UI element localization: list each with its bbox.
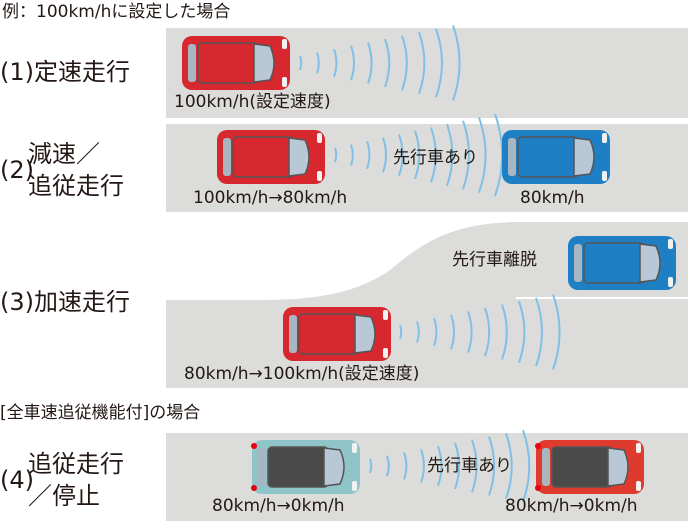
lead-car-4 <box>535 440 644 494</box>
own-car-1 <box>182 36 290 90</box>
radar-arc <box>414 130 421 180</box>
own-car-2 <box>217 130 325 184</box>
section-1-title: (1)定速走行 <box>0 58 130 86</box>
section-2-title-2: 追従走行 <box>28 172 124 200</box>
radar-arc <box>384 38 391 88</box>
radar-4 <box>369 429 531 503</box>
radar-arc <box>518 300 526 364</box>
radar-arc <box>433 317 438 347</box>
radar-arc <box>369 458 373 474</box>
radar-arc <box>401 35 408 91</box>
section-2-num: (2) <box>0 156 34 184</box>
radar-arc <box>484 307 491 357</box>
section-2-title-1: 減速／ <box>28 140 100 168</box>
section-4-title-1: 追従走行 <box>28 450 124 478</box>
radar-arc <box>522 429 531 503</box>
radar-arc <box>316 52 320 74</box>
section-4-lead-label: 先行車あり <box>427 456 512 476</box>
radar-arc <box>452 25 461 101</box>
section-4-own-speed: 80km/h→0km/h <box>212 496 345 516</box>
radar-arc <box>494 113 504 197</box>
radar-arc <box>398 134 404 176</box>
radar-arc <box>478 117 487 193</box>
radar-arc <box>333 48 338 78</box>
radar-arc <box>386 455 390 477</box>
section-4-title-2: ／停止 <box>28 482 100 510</box>
radar-arc <box>446 123 454 187</box>
radar-arc <box>535 297 543 367</box>
section-3-title: (3)加速走行 <box>0 288 130 316</box>
own-car-4 <box>251 440 360 494</box>
radar-arc <box>367 42 373 84</box>
radar-arc <box>299 55 303 71</box>
radar-1 <box>299 25 461 101</box>
section-3-own-speed: 80km/h→100km/h(設定速度) <box>184 364 420 384</box>
own-car-3 <box>283 307 391 361</box>
radar-arc <box>462 120 470 190</box>
radar-arc <box>350 144 354 166</box>
radar-arc <box>454 442 461 490</box>
section-4-lead-speed: 80km/h→0km/h <box>505 496 638 516</box>
radar-arc <box>420 449 425 483</box>
radar-arc <box>418 31 426 95</box>
radar-arc <box>430 127 437 183</box>
radar-arc <box>416 321 420 343</box>
section-4-num: (4) <box>0 466 34 494</box>
radar-arc <box>437 445 443 487</box>
radar-arc <box>435 28 443 98</box>
section-2-own-speed: 100km/h→80km/h <box>193 188 348 208</box>
radar-arc <box>552 294 561 370</box>
lead-car-2 <box>502 130 610 184</box>
radar-arc <box>399 324 403 340</box>
section-3-lead-label: 先行車離脱 <box>452 250 537 270</box>
full-speed-subheader: [全車速追従機能付]の場合 <box>0 403 201 423</box>
section-2-lead-speed: 80km/h <box>520 188 585 208</box>
radar-arc <box>350 45 356 81</box>
radar-arc <box>467 311 473 353</box>
radar-arc <box>505 433 513 499</box>
section-2-lead-label: 先行車あり <box>393 148 478 168</box>
radar-arc <box>501 304 508 360</box>
example-header: 例：100km/hに設定した場合 <box>2 2 231 22</box>
radar-arc <box>334 147 338 163</box>
radar-3 <box>399 294 561 370</box>
radar-arc <box>403 452 408 480</box>
radar-arc <box>366 140 371 170</box>
radar-arc <box>488 436 496 496</box>
radar-arc <box>471 439 478 493</box>
lead-car-3-departed <box>568 236 676 290</box>
radar-arc <box>450 314 456 350</box>
radar-arc <box>382 137 388 173</box>
section-1-own-speed: 100km/h(設定速度) <box>174 92 331 112</box>
